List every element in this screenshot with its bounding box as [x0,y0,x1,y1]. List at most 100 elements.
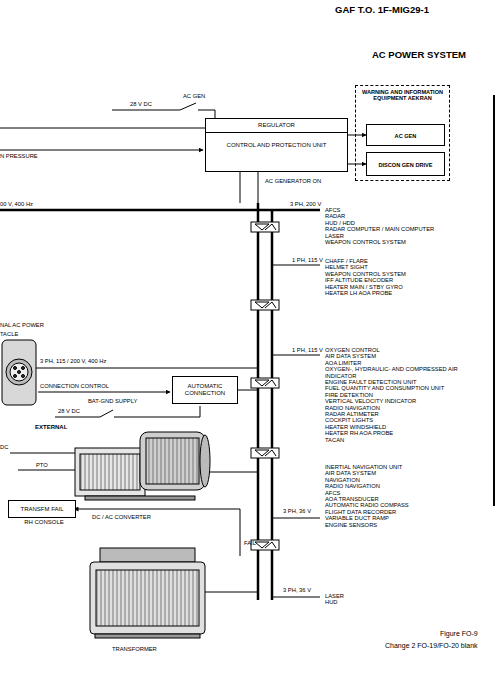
signal-label: 3 PH, 200 V [290,201,321,207]
signal-label: DC [0,444,8,450]
signal-label: EXTERNAL [35,424,67,432]
contactor [251,448,279,458]
unit-box: REGULATORCONTROL AND PROTECTION UNIT [205,118,348,172]
contactor [255,380,276,386]
signal-label: NAL AC POWER [0,322,44,328]
signal-label: DC / AC CONVERTER [92,514,151,520]
load-item: OXYGEN CONTROL [325,347,485,353]
page-bar [494,95,495,506]
wire [100,410,113,417]
box-text: WARNING AND INFORMATION EQUIPMENT AEKRAN [356,86,449,102]
load-item: AIR DATA SYSTEM [325,470,485,476]
load-item: RADAR ALTIMETER [325,411,485,417]
contactor [251,222,279,232]
signal-label: 1 PH, 115 V [292,257,323,263]
signal-label: FAIL [244,540,256,546]
contactor [251,378,279,388]
load-list: INERTIAL NAVIGATION UNITAIR DATA SYSTEMN… [325,464,485,528]
unit-box: TRANSFM FAILRH CONSOLE [8,500,76,518]
wire [55,406,200,417]
load-item: FLIGHT DATA RECORDER [325,509,485,515]
wire [0,128,205,129]
load-item: WEAPON CONTROL SYSTEM [325,271,485,277]
dc-ac-converter [200,435,210,487]
signal-label: AC GENERATOR ON [265,178,321,184]
signal-label: N PRESSURE [0,153,38,159]
load-item: FUEL QUANTITY AND CONSUMPTION UNIT [325,385,485,391]
wire [205,592,258,593]
dc-ac-converter [75,448,145,496]
signal-label: PTO [36,462,48,468]
dc-ac-converter [140,432,205,490]
contactor [255,302,276,308]
signal-label: TACLE [0,331,18,337]
box-text: AUTOMATIC CONNECTION [173,383,237,397]
power-receptacle [22,375,25,378]
box-subtext: CONTROL AND PROTECTION UNIT [206,133,347,149]
signal-label: 1 PH, 115 V [292,347,323,353]
load-item: TACAN [325,437,485,443]
transformer [90,548,205,638]
dc-ac-converter [80,454,140,490]
figure-note: Change 2 FO-19/FO-20 blank [385,642,478,651]
load-list: LASERHUD [325,593,485,606]
load-item: RADAR [325,213,485,219]
signal-label: TRANSFORMER [112,646,157,652]
box-subtext: RH CONSOLE [9,519,79,526]
wire [38,392,170,393]
dc-ac-converter [85,496,195,500]
load-item: NAVIGATION [325,477,485,483]
signal-line [348,164,366,165]
load-item: AFCS [325,490,485,496]
load-item: HEATER WINDSHIELD [325,424,485,430]
power-receptacle [22,367,25,370]
signal-label: 3 PH, 115 / 200 V, 400 Hz [40,358,106,364]
load-item: VERTICAL VELOCITY INDICATOR [325,398,485,404]
load-item: VARIABLE DUCT RAMP [325,515,485,521]
load-item: ENGINE SENSORS [325,522,485,528]
load-list: AFCSRADARHUD / HDDRADAR COMPUTER / MAIN … [325,207,485,245]
unit-box: AC GEN [366,124,445,146]
wire [210,472,258,473]
signal-label: CONNECTION CONTROL [40,383,109,389]
unit-box: AUTOMATIC CONNECTION [172,376,238,404]
load-list: OXYGEN CONTROLAIR DATA SYSTEMAOA LIMITER… [325,347,485,443]
power-receptacle [10,363,28,381]
load-list: CHAFF / FLAREHELMET SIGHTWEAPON CONTROL … [325,258,485,296]
document-header: GAF T.O. 1F-MIG29-1 [335,4,429,15]
power-receptacle [2,340,36,405]
signal-label: BAT-GND SUPPLY [88,398,137,404]
wire [112,110,215,118]
load-item: AUTOMATIC RADIO COMPASS [325,502,485,508]
contactor [255,542,276,548]
signal-label: 3 PH, 36 V [283,587,311,593]
power-receptacle [18,371,21,374]
signal-label: 28 V DC [130,101,152,107]
dc-ac-converter [75,432,210,500]
load-item: AOA LIMITER [325,360,485,366]
box-text: DISCON GEN DRIVE [367,159,444,168]
signal-label: 28 V DC [58,408,80,414]
contactor [251,300,279,310]
load-item: HUD [325,599,485,605]
power-receptacle [2,340,36,405]
signal-label: 00 V, 400 Hz [0,201,33,207]
load-item: AFCS [325,207,485,213]
power-bus [0,203,320,600]
contactor [251,222,279,550]
wire [0,150,203,151]
load-item: HEATER LH AOA PROBE [325,290,485,296]
transformer [90,562,205,634]
contactor [255,450,276,456]
transformer [96,570,199,626]
unit-box: DISCON GEN DRIVE [366,152,445,176]
page-bar [493,95,495,506]
load-item: LASER [325,593,485,599]
load-item: LASER [325,233,485,239]
load-item: COCKPIT LIGHTS [325,417,485,423]
load-item: AOA TRANSDUCER [325,496,485,502]
wire [180,103,196,110]
